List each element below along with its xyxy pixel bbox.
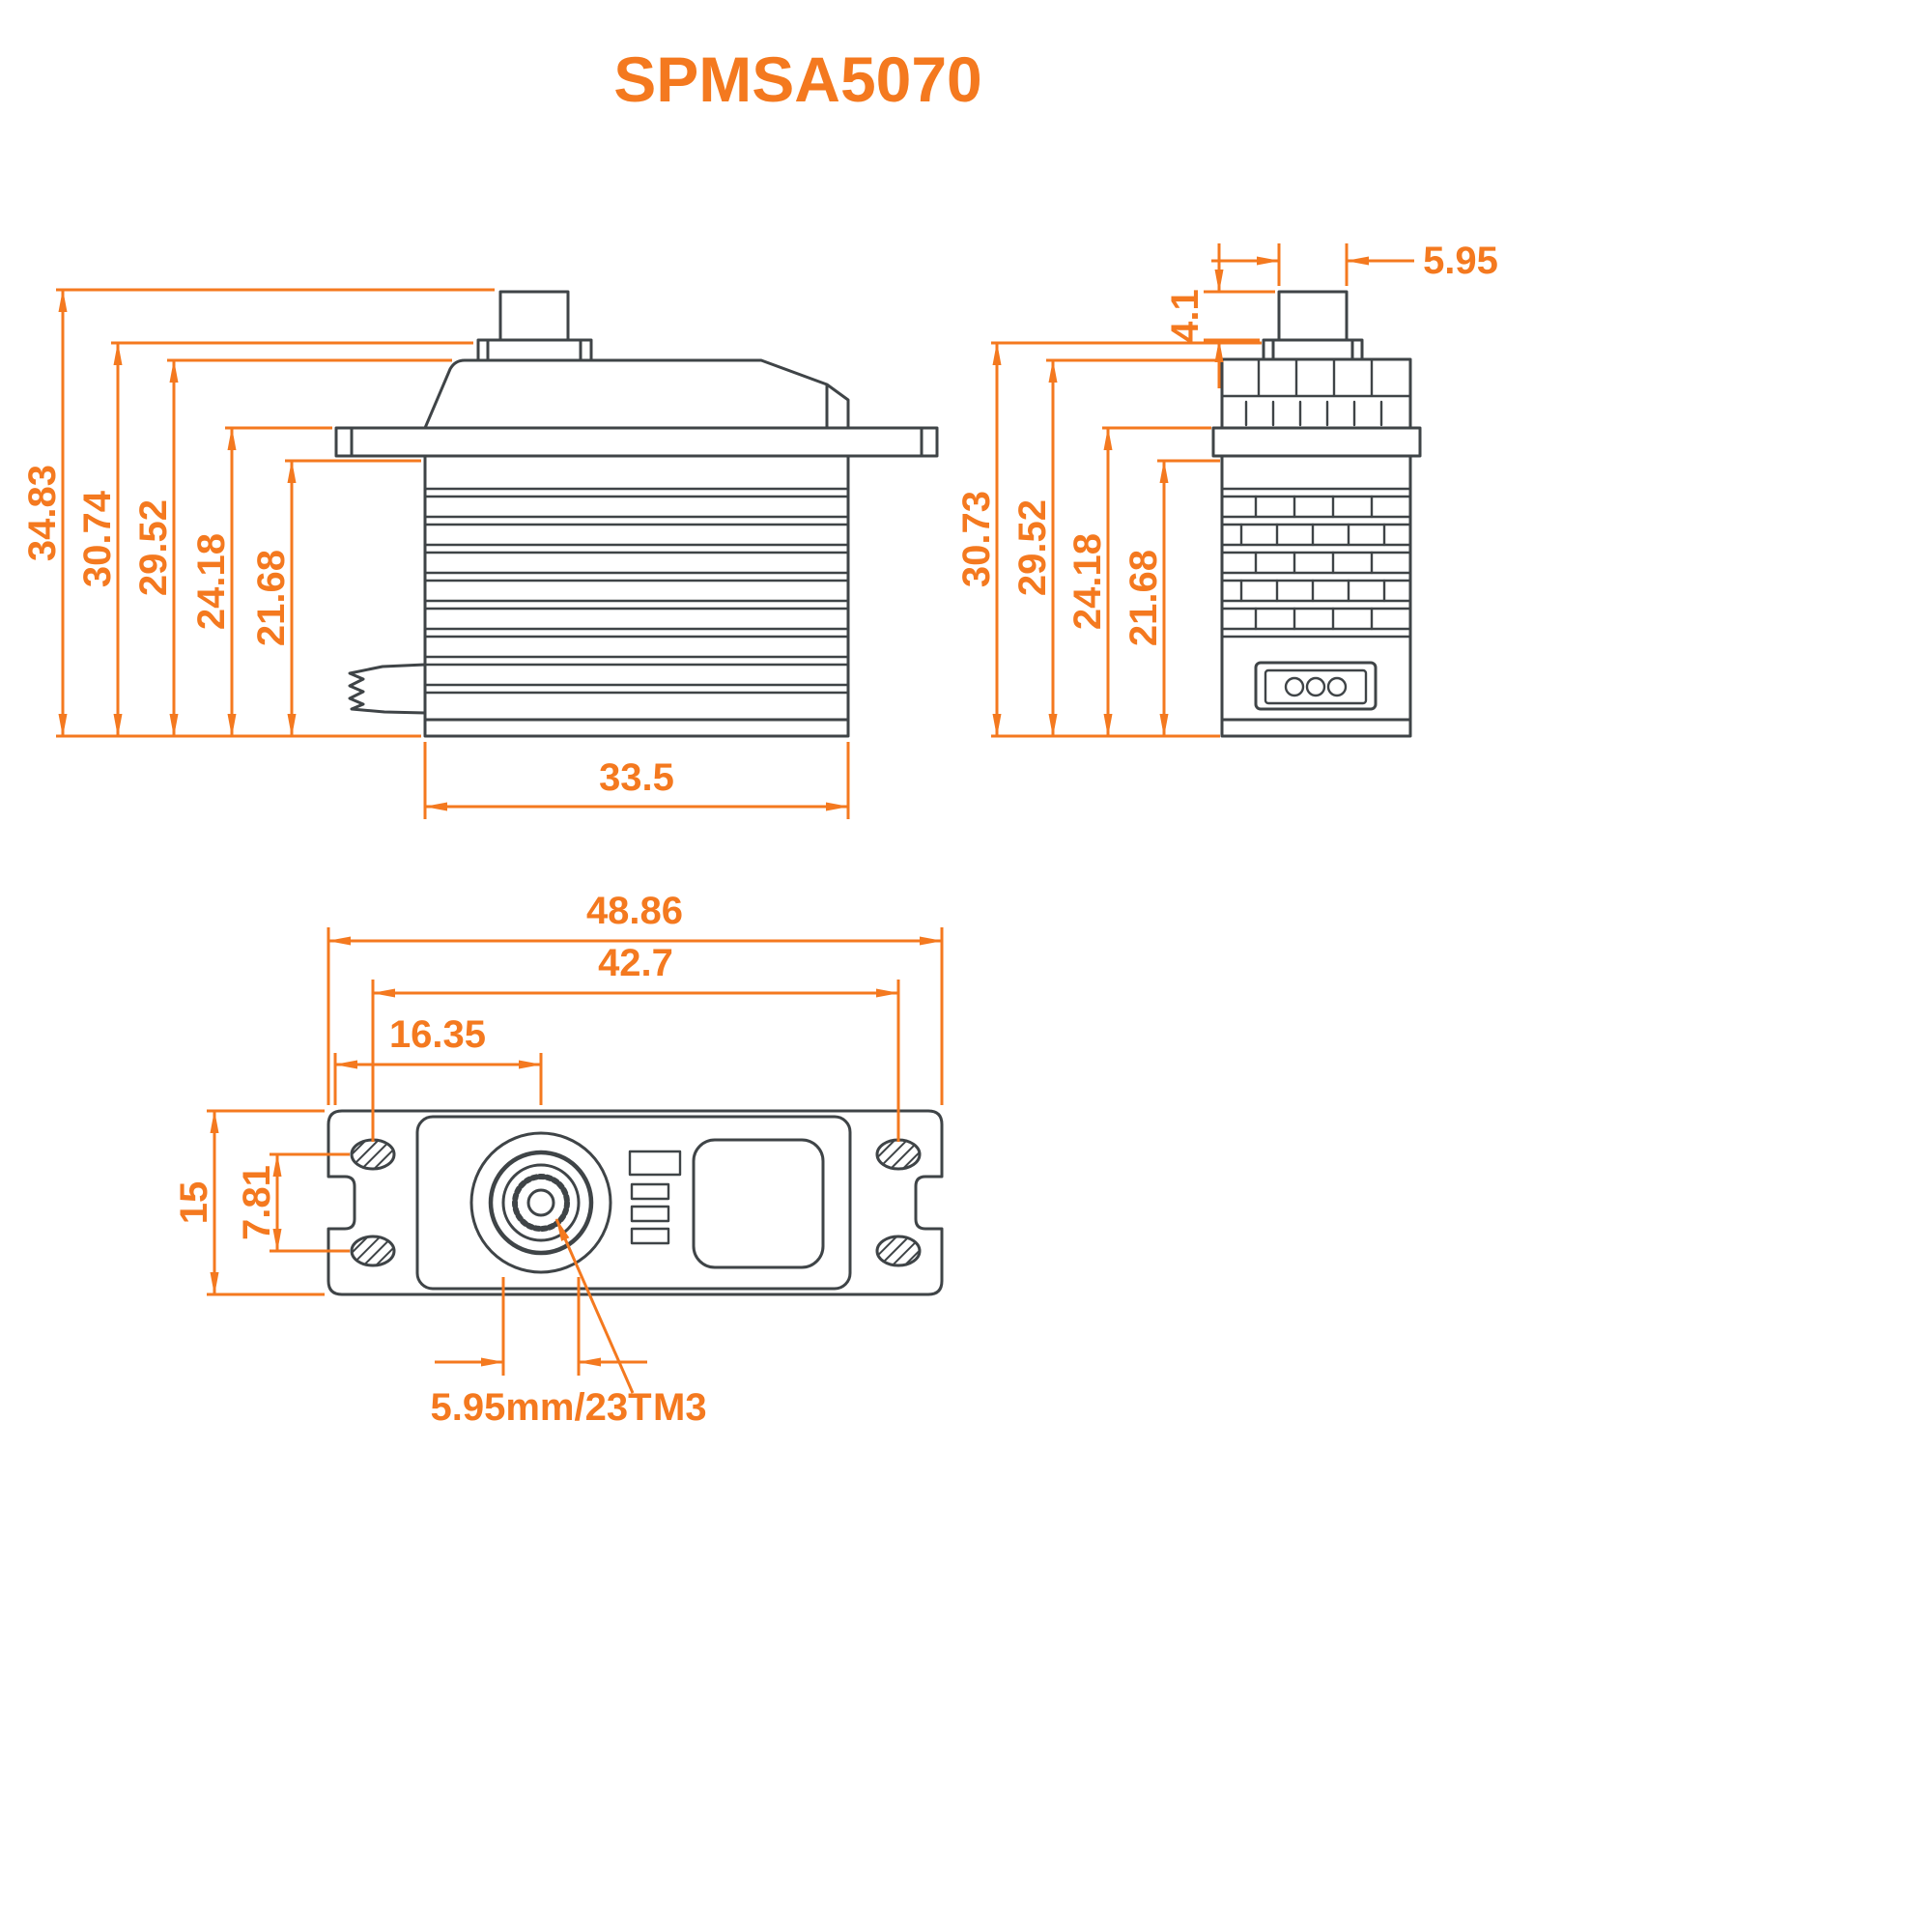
side-mount-flange [334,426,939,458]
side-shaft-collar [476,338,593,361]
gear-boss-circle [488,1150,594,1256]
top-outline [327,1109,944,1296]
dim-label-screw-spec: M3 [653,1386,707,1429]
side-extension-lines [56,288,850,819]
dim-label-front-overall-height: 30.73 [955,491,998,587]
dim-label-case-width: 15 [173,1181,215,1225]
top-extension-lines [207,927,944,1376]
dim-label-side-overall-height: 34.83 [21,465,64,561]
dim-label-slot-span: 7.81 [236,1165,278,1240]
page-title: SPMSA5070 [613,43,982,115]
top-case-outline [415,1115,852,1291]
dim-label-overall-length: 48.86 [586,890,683,932]
top-view [327,1109,944,1296]
dim-label-spline-spec: 5.95mm/23T [430,1386,651,1429]
side-wire-grommet [348,663,427,715]
front-view [1211,290,1422,738]
output-gear [469,1131,612,1274]
front-top-cover [1220,357,1412,430]
gear-outer-circle [469,1131,612,1274]
front-mount-flange [1211,426,1422,458]
front-cover-details [1220,358,1412,427]
dim-label-side-flange-top-height: 24.18 [190,533,233,630]
dim-label-front-flange-top-height: 24.18 [1066,533,1109,630]
mount-slot-right-bottom [875,1235,922,1267]
connector-pin [1284,676,1305,697]
dim-label-front-flange-bot-height: 21.68 [1122,550,1165,646]
side-heatsink-fins [423,487,850,695]
dim-label-shaft-height: 4.1 [1164,289,1207,343]
front-shaft-collar [1262,338,1364,361]
dim-label-front-case-top-height: 29.52 [1011,499,1054,596]
front-view-dimensions: 5.95 4.1 30.73 29.52 24.18 21.68 [955,240,1498,738]
dim-label-side-collar-height: 30.74 [76,490,119,587]
mount-slot-left-top [350,1138,396,1171]
side-output-shaft [498,290,570,342]
top-view-dimensions: 48.86 42.7 16.35 15 7.81 5.95mm/23T M3 [173,890,944,1429]
m3-leader-line [554,1218,635,1394]
dim-label-shaft-center-offset: 16.35 [389,1013,486,1056]
side-case-body [423,454,850,738]
side-view-dimensions: 34.83 30.74 29.52 24.18 21.68 33.5 [21,288,850,819]
dim-label-mount-hole-span: 42.7 [598,942,673,984]
dim-label-side-case-top-height: 29.52 [132,499,175,596]
dim-label-side-flange-bot-height: 21.68 [250,550,293,646]
top-vent-slots [628,1150,682,1245]
dim-label-case-length: 33.5 [599,756,674,799]
dim-label-spline-width: 5.95 [1423,240,1498,282]
side-top-cover [423,358,850,430]
connector-pin [1326,676,1348,697]
front-fin-ticks [1239,495,1386,631]
spline-teeth-circle [512,1174,570,1232]
screw-hole-circle [526,1188,555,1217]
connector-pin [1305,676,1326,697]
front-output-shaft [1277,290,1349,342]
side-view [334,290,939,738]
connector-inner [1264,668,1368,705]
front-heatsink-fins [1220,487,1412,639]
mount-slot-left-bottom [350,1235,396,1267]
front-connector [1254,661,1378,711]
top-label-pad [692,1138,825,1269]
mount-slot-right-top [875,1138,922,1171]
front-case-body [1220,454,1412,738]
gear-hub-circle [501,1163,581,1242]
connector-housing [1254,661,1378,711]
